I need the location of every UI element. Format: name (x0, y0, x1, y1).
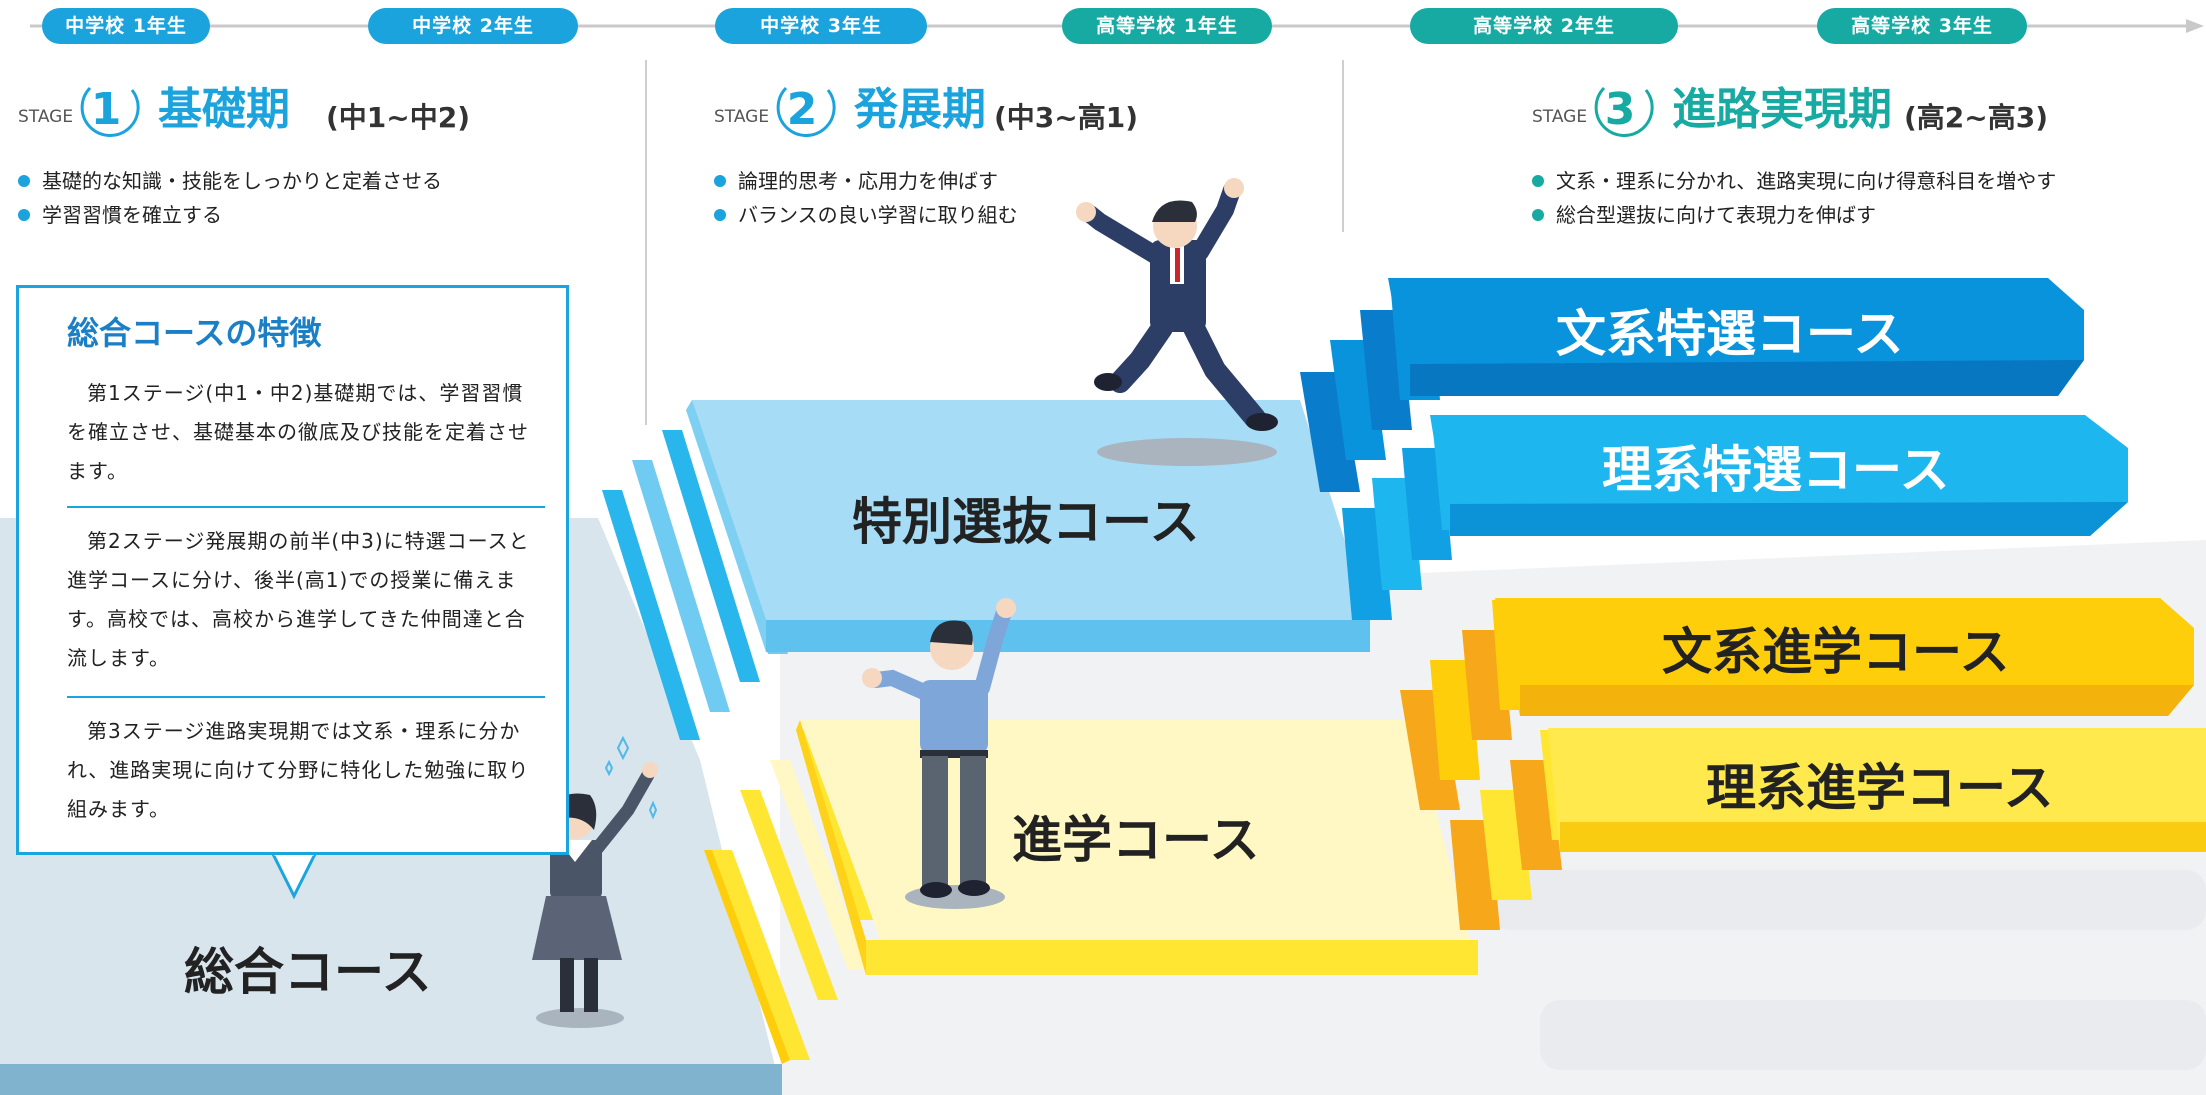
humanities-advancement-band-shade (1520, 685, 2194, 716)
advancement-stairs (704, 730, 880, 1064)
science-special-course-label: 理系特選コース (1602, 441, 1950, 499)
general-course-info-card: 総合コースの特徴 第1ステージ(中1・中2)基礎期では、学習習慣を確立させ、基礎… (16, 285, 569, 855)
general-course-label: 総合コース (184, 943, 432, 1001)
stage-3-bullet: 総合型選抜に向けて表現力を伸ばす (1532, 198, 1876, 232)
timeline-pill-hs3: 高等学校 3年生 (1817, 8, 2027, 44)
stage-3-bullet: 文系・理系に分かれ、進路実現に向け得意科目を増やす (1532, 164, 2056, 198)
stage-3-heading: STAGE 3 進路実現期 (高2~高3) (1532, 80, 2192, 140)
timeline-pill-hs1: 高等学校 1年生 (1062, 8, 1272, 44)
stage-3-title: 進路実現期 (1672, 84, 1892, 135)
stage-1-range: (中1~中2) (326, 101, 471, 134)
stage-1-bullet: 学習習慣を確立する (18, 198, 222, 232)
card-paragraph-3: 第3ステージ進路実現期では文系・理系に分かれ、進路実現に向けて分野に特化した勉強… (67, 719, 530, 821)
stage-1-heading: STAGE 1 基礎期 (中1~中2) (18, 80, 638, 140)
stage-3-range: (高2~高3) (1904, 101, 2049, 134)
science-advancement-course-label: 理系進学コース (1706, 759, 2054, 817)
stage-3-number: 3 (1604, 84, 1636, 135)
card-divider-1 (67, 506, 545, 508)
timeline-pill-jh3: 中学校 3年生 (715, 8, 927, 44)
stage-2-bullet: 論理的思考・応用力を伸ばす (714, 164, 998, 198)
stage-2-word: STAGE (714, 107, 770, 127)
stage-2-title: 発展期 (854, 84, 986, 135)
cheering-student-figure (862, 598, 1016, 909)
stage-3-number-ring (1594, 86, 1654, 137)
humanities-special-band-shade (1410, 360, 2084, 396)
stage-1-bullet: 基礎的な知識・技能をしっかりと定着させる (18, 164, 442, 198)
stage-3-word: STAGE (1532, 107, 1588, 127)
stage-2-bullet: バランスの良い学習に取り組む (714, 198, 1018, 232)
card-paragraph-1: 第1ステージ(中1・中2)基礎期では、学習習慣を確立させ、基礎基本の徹底及び技能… (67, 381, 529, 483)
advancement-platform-side (796, 720, 866, 975)
stage-2-heading: STAGE 2 発展期 (中3~高1) (714, 80, 1334, 140)
timeline-pill-hs2: 高等学校 2年生 (1410, 8, 1678, 44)
humanities-special-course-label: 文系特選コース (1556, 305, 1904, 363)
stage-2-number-ring (776, 86, 836, 137)
special-selection-platform-side (686, 400, 766, 652)
card-title: 総合コースの特徴 (67, 314, 322, 352)
timeline-pill-jh2: 中学校 2年生 (368, 8, 578, 44)
general-course-base-edge (0, 1064, 782, 1095)
science-special-band-shade (1450, 502, 2128, 536)
special-selection-platform-front (766, 620, 1370, 652)
stage-2-range: (中3~高1) (994, 101, 1139, 134)
advancement-course-label: 進学コース (1012, 811, 1260, 869)
stage-1-title: 基礎期 (158, 84, 290, 135)
card-paragraph-2: 第2ステージ発展期の前半(中3)に特選コースと進学コースに分け、後半(高1)での… (67, 529, 530, 670)
science-advancement-band (1548, 728, 2206, 852)
timeline-pill-jh1: 中学校 1年生 (42, 8, 210, 44)
humanities-advancement-course-label: 文系進学コース (1662, 623, 2010, 681)
timeline-arrowhead (2186, 19, 2204, 33)
advancement-platform-front (866, 940, 1478, 975)
card-divider-2 (67, 696, 545, 698)
stage-1-number-ring (80, 86, 140, 137)
science-advancement-band-shade (1560, 822, 2206, 852)
stage-1-word: STAGE (18, 107, 74, 127)
floor-shadow-stripes (1490, 870, 2206, 1070)
jumping-student-figure (1076, 178, 1278, 466)
stage-1-number: 1 (90, 84, 122, 135)
special-selection-course-label: 特別選抜コース (852, 493, 1200, 551)
stage-2-number: 2 (786, 84, 818, 135)
